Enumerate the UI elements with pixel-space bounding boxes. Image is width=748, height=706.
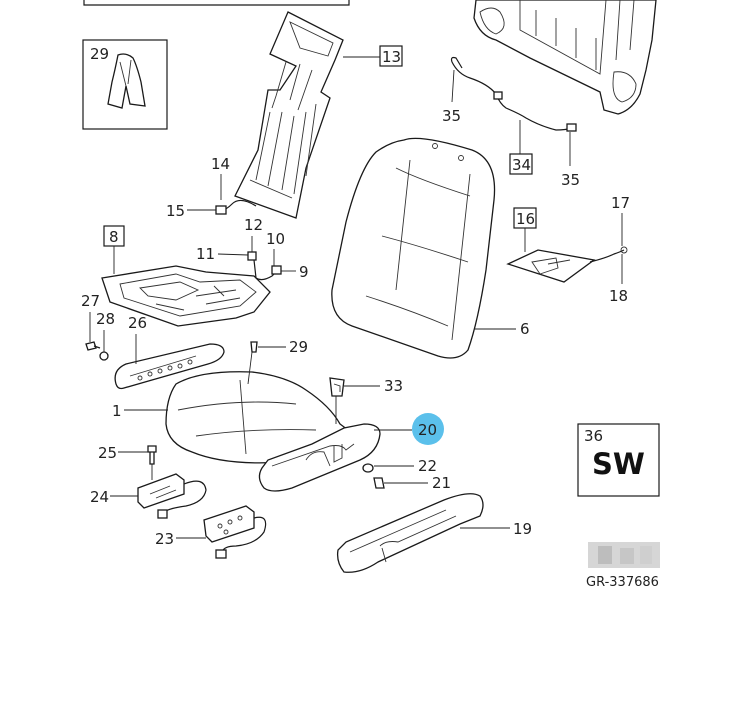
callout-13: 13	[382, 48, 401, 66]
callout-35-bottom: 35	[561, 171, 580, 189]
part-29-boxed-clip: 29	[82, 39, 168, 130]
callout-15: 15	[166, 202, 185, 220]
part-26-side-trim	[114, 343, 225, 390]
part-11-connector	[247, 251, 257, 261]
callout-16: 16	[516, 210, 535, 228]
part-25-screw	[147, 445, 157, 465]
part-34-wiring	[450, 56, 577, 132]
reference-code: GR-337686	[586, 575, 659, 590]
part-20-side-panel	[258, 423, 381, 492]
callout-23: 23	[155, 530, 174, 548]
part-6-backrest-cover	[331, 137, 496, 359]
top-frame-fragment	[83, 0, 350, 6]
part-33-clip	[329, 377, 345, 397]
part-15-connector	[215, 205, 227, 215]
callout-20[interactable]: 20	[418, 421, 437, 439]
callout-28: 28	[96, 310, 115, 328]
callout-18: 18	[609, 287, 628, 305]
callout-6: 6	[520, 320, 530, 338]
callout-34-box	[509, 153, 533, 175]
part-24-switch	[137, 473, 207, 519]
watermark-blur	[588, 542, 660, 568]
part-27-screw	[85, 341, 97, 351]
backrest-frame	[473, 0, 657, 115]
callout-19: 19	[513, 520, 532, 538]
part-8-seat-mat	[101, 265, 271, 327]
callout-1: 1	[112, 402, 122, 420]
callout-22: 22	[418, 457, 437, 475]
callout-25: 25	[98, 444, 117, 462]
callout-14: 14	[211, 155, 230, 173]
part-29-clip	[250, 341, 258, 353]
callout-29: 29	[289, 338, 308, 356]
part-19-side-cover	[336, 493, 484, 573]
callout-24: 24	[90, 488, 109, 506]
callout-27: 27	[81, 292, 100, 310]
callout-26: 26	[128, 314, 147, 332]
callout-35-top: 35	[442, 107, 461, 125]
callout-29-box: 29	[90, 45, 109, 63]
part-13-heating-pad	[234, 11, 344, 219]
part-9-connector	[271, 265, 282, 275]
callout-20-highlight[interactable]	[412, 413, 444, 445]
callout-12: 12	[244, 216, 263, 234]
part-28-washer	[99, 351, 109, 361]
part-22-washer	[362, 463, 374, 473]
callout-9: 9	[299, 263, 309, 281]
callout-11: 11	[196, 245, 215, 263]
callout-21: 21	[432, 474, 451, 492]
part-16-sensor-mat	[506, 246, 628, 283]
part-36-sw-box: 36 SW	[577, 423, 660, 497]
callout-13-box	[379, 45, 403, 67]
sw-label: SW	[592, 447, 645, 481]
callout-17: 17	[611, 194, 630, 212]
part-21-screw	[373, 477, 385, 489]
callout-8: 8	[109, 228, 119, 246]
part-23-switch	[203, 505, 267, 559]
callout-33: 33	[384, 377, 403, 395]
callout-10: 10	[266, 230, 285, 248]
callout-36: 36	[584, 427, 603, 445]
callout-34: 34	[512, 156, 531, 174]
